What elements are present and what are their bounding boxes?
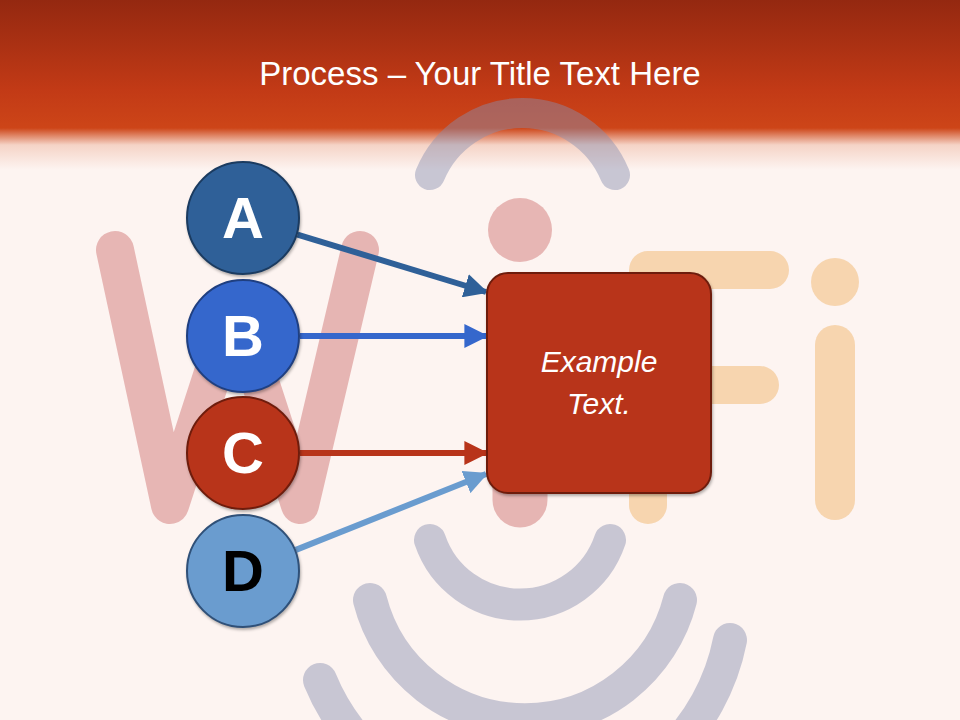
arrow-connector bbox=[298, 235, 487, 292]
box-text: Example Text. bbox=[528, 341, 670, 425]
circle-letter: D bbox=[222, 542, 264, 600]
signal-arc bbox=[430, 113, 615, 175]
signal-arc bbox=[320, 640, 730, 720]
letter-dot bbox=[811, 258, 859, 306]
letter-circle: D bbox=[186, 514, 300, 628]
arrow-connector bbox=[300, 333, 486, 339]
signal-arc bbox=[370, 600, 680, 720]
arrow-connector bbox=[296, 474, 486, 550]
circle-letter: A bbox=[222, 189, 264, 247]
circle-letter: B bbox=[222, 307, 264, 365]
letter-i-shape bbox=[815, 345, 855, 500]
text-box: Example Text. bbox=[486, 272, 712, 494]
circle-letter: C bbox=[222, 424, 264, 482]
letter-w-shape bbox=[115, 250, 360, 505]
letter-circle: C bbox=[186, 396, 300, 510]
letter-dot bbox=[488, 198, 552, 262]
letter-circle: A bbox=[186, 161, 300, 275]
letter-circle: B bbox=[186, 279, 300, 393]
arrow-connector bbox=[300, 450, 486, 456]
signal-arc bbox=[430, 540, 610, 605]
slide-title: Process – Your Title Text Here bbox=[0, 52, 960, 96]
